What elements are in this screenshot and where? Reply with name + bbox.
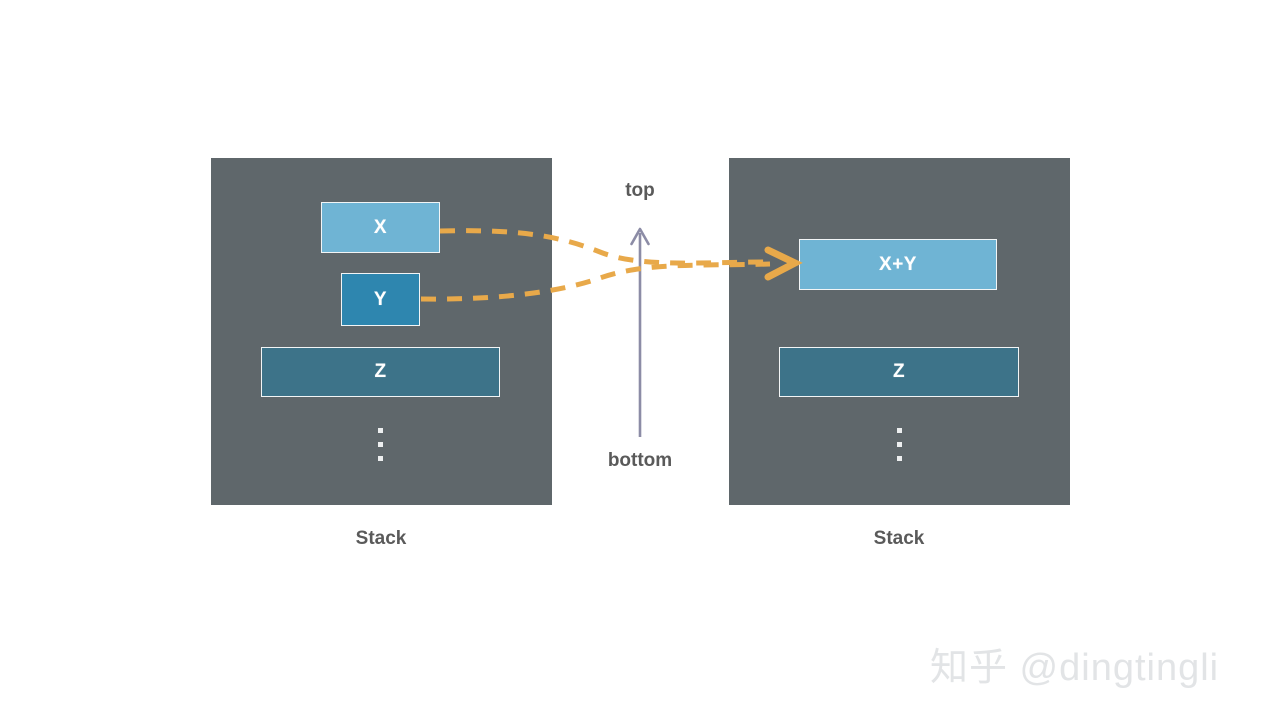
stack-caption-right: Stack [873, 528, 925, 549]
dot [377, 428, 383, 433]
dot [377, 456, 383, 461]
axis-label-bottom: bottom [607, 450, 673, 471]
stack-cell-y: Y [341, 273, 420, 326]
dot [377, 442, 383, 447]
stack-cell-z-left: Z [261, 347, 500, 397]
stack-continuation-dots-right [895, 428, 903, 461]
axis-label-top: top [625, 180, 655, 201]
dot [896, 428, 902, 433]
stack-cell-z-right: Z [779, 347, 1019, 397]
stack-caption-left: Stack [355, 528, 407, 549]
stack-panel-right [729, 158, 1070, 505]
watermark: 知乎 @dingtingli [930, 647, 1220, 689]
direction-arrow-up [630, 227, 650, 437]
dot [896, 442, 902, 447]
dot [896, 456, 902, 461]
stack-cell-x-plus-y: X+Y [799, 239, 997, 290]
stack-continuation-dots-left [376, 428, 384, 461]
stack-cell-x: X [321, 202, 440, 253]
